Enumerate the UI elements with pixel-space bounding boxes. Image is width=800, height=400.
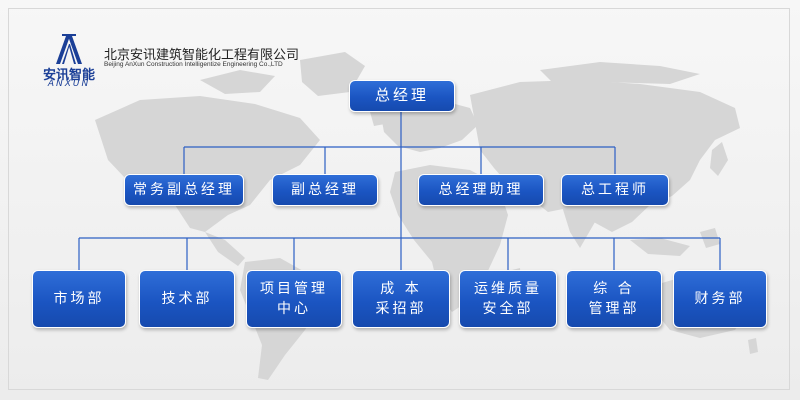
logo-text-cn: 安讯智能 <box>42 68 95 83</box>
logo-mark-icon <box>56 34 82 64</box>
company-name-cn: 北京安讯建筑智能化工程有限公司 <box>104 48 300 63</box>
org-node-technology: 技术部 <box>139 270 235 328</box>
org-node-label: 财务部 <box>694 290 746 307</box>
org-node-label: 技术部 <box>161 290 213 307</box>
org-node-label: 总经理 <box>374 86 429 105</box>
org-node-ceo: 总经理 <box>349 80 455 112</box>
org-node-project-center: 项目管理 中心 <box>246 270 342 328</box>
org-node-label: 项目管理 中心 <box>260 280 328 317</box>
company-name-en: Beijing AnXun Construction Intelligentiz… <box>104 61 283 68</box>
org-node-chief-engineer: 总工程师 <box>561 174 669 206</box>
org-node-quality-safety: 运维质量 安全部 <box>459 270 557 328</box>
org-node-label: 运维质量 安全部 <box>474 280 542 317</box>
org-node-label: 总工程师 <box>581 181 649 198</box>
org-node-procurement: 成 本 采招部 <box>352 270 450 328</box>
org-node-executive-vp: 常务副总经理 <box>124 174 244 206</box>
logo-text-en: ANXUN <box>47 79 91 89</box>
org-node-label: 综 合 管理部 <box>588 280 640 317</box>
org-node-label: 市场部 <box>53 290 105 307</box>
org-node-label: 成 本 采招部 <box>375 280 427 317</box>
page-frame <box>8 8 790 390</box>
org-node-label: 副总经理 <box>291 181 359 198</box>
org-node-gm-assistant: 总经理助理 <box>418 174 544 206</box>
org-node-label: 总经理助理 <box>438 181 524 198</box>
org-node-vp: 副总经理 <box>272 174 378 206</box>
org-node-marketing: 市场部 <box>32 270 126 328</box>
company-logo: 安讯智能 ANXUN <box>38 32 100 89</box>
org-node-label: 常务副总经理 <box>133 181 235 198</box>
org-node-admin: 综 合 管理部 <box>566 270 662 328</box>
org-node-finance: 财务部 <box>673 270 767 328</box>
